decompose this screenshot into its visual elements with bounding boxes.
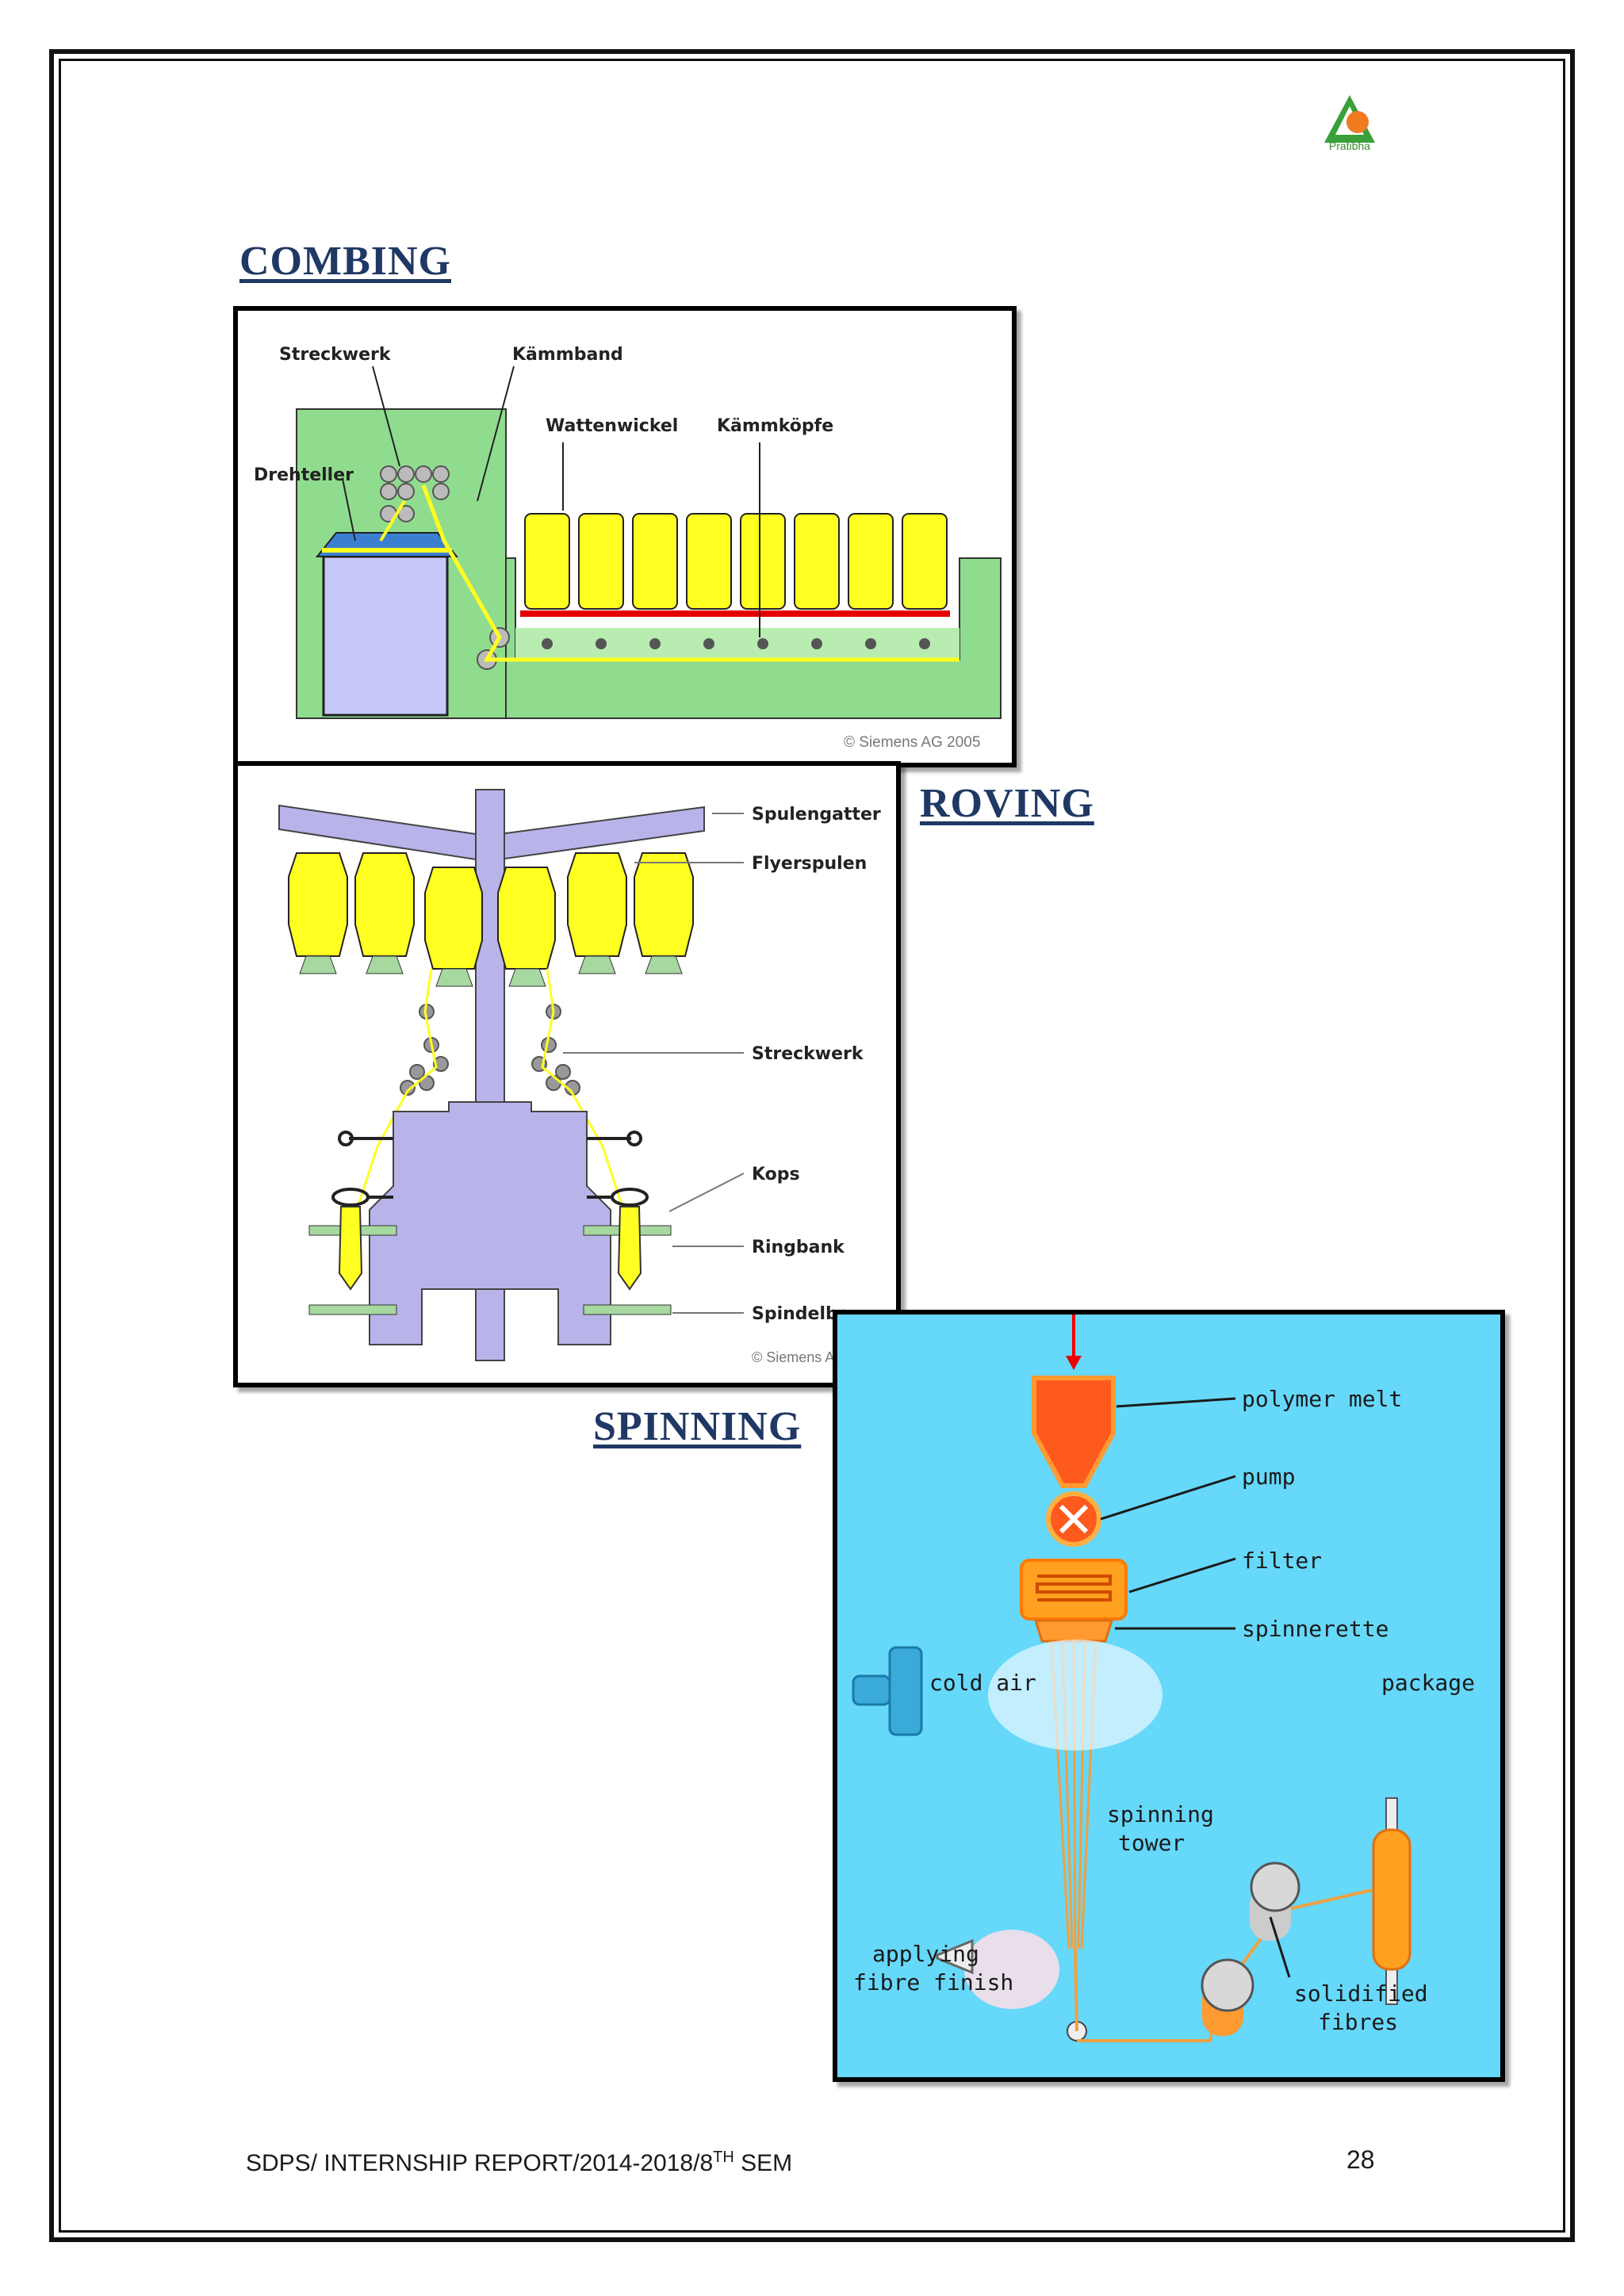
label-kammband: Kämmband: [512, 345, 623, 365]
combing-figure: Streckwerk Kämmband Wattenwickel Kämmköp…: [233, 306, 1017, 767]
page-border-inner: [59, 59, 1565, 2233]
label-spinnerette: spinnerette: [1242, 1616, 1388, 1642]
label-drehteller: Drehteller: [254, 465, 354, 485]
pratibha-logo: [1324, 95, 1375, 143]
label-polymer-melt: polymer melt: [1242, 1386, 1402, 1412]
footer-sem: SEM: [733, 2150, 793, 2176]
label-package: package: [1381, 1670, 1475, 1696]
label-fibre-finish: fibre finish: [853, 1969, 1013, 1996]
label-spinning: spinning: [1107, 1801, 1214, 1827]
page-number: 28: [1346, 2145, 1375, 2174]
label-tower: tower: [1118, 1830, 1185, 1856]
page-border: [49, 49, 1575, 2242]
footer-report-id: SDPS/ INTERNSHIP REPORT/2014-2018/8TH SE…: [246, 2149, 792, 2177]
label-streckwerk: Streckwerk: [752, 1044, 864, 1064]
label-ringbank: Ringbank: [752, 1238, 845, 1257]
heading-combing: COMBING: [239, 239, 451, 284]
label-solidified: solidified: [1294, 1980, 1428, 2007]
label-filter: filter: [1242, 1548, 1322, 1574]
logo-text: Pratibha: [1328, 140, 1371, 152]
label-wattenwickel: Wattenwickel: [546, 416, 678, 436]
footer-sup: TH: [713, 2149, 734, 2166]
heading-roving: ROVING: [920, 781, 1094, 826]
roving-figure: Spulengatter Flyerspulen Streckwerk Kops…: [233, 761, 901, 1387]
label-flyerspulen: Flyerspulen: [752, 854, 867, 874]
copyright-siemens: © Siemens A: [752, 1349, 834, 1365]
label-applying: applying: [872, 1941, 979, 1967]
label-pump: pump: [1242, 1464, 1295, 1490]
copyright-siemens: © Siemens AG 2005: [844, 734, 980, 751]
label-kammkopfe: Kämmköpfe: [717, 416, 833, 436]
label-streckwerk: Streckwerk: [279, 345, 392, 365]
heading-spinning: SPINNING: [593, 1404, 802, 1449]
spinning-figure: polymer melt pump filter spinnerette col…: [833, 1310, 1505, 2082]
label-kops: Kops: [752, 1165, 800, 1184]
label-cold-air: cold air: [929, 1670, 1036, 1696]
label-fibres: fibres: [1318, 2009, 1398, 2035]
label-spulengatter: Spulengatter: [752, 805, 881, 825]
footer-report: SDPS/ INTERNSHIP REPORT/2014-2018/8: [246, 2150, 714, 2176]
